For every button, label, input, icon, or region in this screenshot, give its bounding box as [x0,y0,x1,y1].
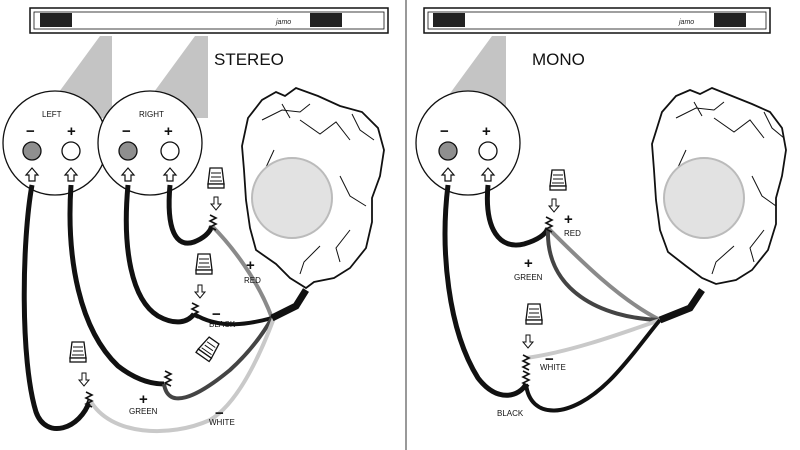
mono-negative-wire [442,184,529,398]
mono-amplifier: jamo [423,7,771,34]
mono-terminal-circle: − + [415,90,521,196]
mono-positive-terminal [478,141,498,161]
mono-speaker-cable [658,288,705,324]
black-label: BLACK [209,320,236,329]
stereo-amplifier: jamo [29,7,389,34]
mono-plus-sign: + [482,123,491,140]
mono-wire-nut-negative [525,303,543,325]
right-terminal-circle: RIGHT − + [97,90,203,196]
amp-vent-right [310,13,342,27]
green-wire [162,317,274,401]
amp-brand-label: jamo [275,19,291,26]
mono-panel: jamo MONO − + + [415,7,787,418]
mono-red-wire [546,226,661,322]
left-positive-wire [67,184,165,387]
right-positive-terminal [160,141,180,161]
right-plus-sign: + [164,123,173,140]
wire-nut-red [207,167,225,189]
red-label: RED [244,276,261,285]
nut-arrow-black [194,284,206,299]
mono-green-sign: + [524,255,533,272]
amp-brand-label: jamo [678,19,694,26]
black-sign: − [212,306,221,323]
speaker-cable [270,288,309,322]
mono-twist-negative-2 [522,370,530,387]
mono-positive-wire [484,184,551,248]
nut-arrow-white [78,372,90,387]
nut-arrow-red [210,196,222,211]
white-wire [88,317,276,434]
stereo-panel: jamo STEREO LEFT − + RIGHT − + [2,7,389,434]
stereo-rock-speaker [241,86,385,290]
mono-black-wire [524,318,662,413]
right-minus-sign: − [122,123,131,140]
mono-nut-arrow-positive [548,198,560,213]
mono-rock-speaker [651,87,787,285]
right-channel-label: RIGHT [139,110,164,119]
left-negative-wire [21,184,93,431]
green-label: GREEN [129,407,158,416]
green-sign: + [139,391,148,408]
white-label: WHITE [209,418,235,427]
mono-title: MONO [532,50,585,69]
left-channel-label: LEFT [42,110,62,119]
mono-green-label: GREEN [514,273,543,282]
right-negative-wire [123,184,196,325]
amp-vent-left [433,13,465,27]
left-minus-sign: − [26,123,35,140]
wire-nut-black [195,253,213,275]
red-wire [210,224,274,319]
twist-green [164,370,172,387]
left-plus-sign: + [67,123,76,140]
mono-red-sign: + [564,211,573,228]
mono-white-wire [525,318,661,360]
mono-nut-arrow-negative [522,334,534,349]
wire-nut-green [195,335,222,363]
stereo-title: STEREO [214,50,284,69]
amp-vent-right [714,13,746,27]
amp-vent-left [40,13,72,27]
speaker-grille [663,157,745,239]
mono-black-label: BLACK [497,409,524,418]
right-negative-terminal [118,141,138,161]
wire-nut-white [69,341,87,363]
mono-white-sign: − [545,351,554,368]
mono-red-label: RED [564,229,581,238]
mono-green-wire [545,229,661,322]
mono-white-label: WHITE [540,363,566,372]
white-sign: − [215,405,224,422]
mono-twist-negative [522,354,530,371]
black-wire [192,312,273,327]
mono-minus-sign: − [440,123,449,140]
red-sign: + [246,257,255,274]
left-terminal-circle: LEFT − + [2,90,108,196]
mono-negative-terminal [438,141,458,161]
speaker-grille [251,157,333,239]
left-negative-terminal [22,141,42,161]
right-positive-wire [166,184,215,246]
mono-wire-nut-positive [549,169,567,191]
left-positive-terminal [61,141,81,161]
